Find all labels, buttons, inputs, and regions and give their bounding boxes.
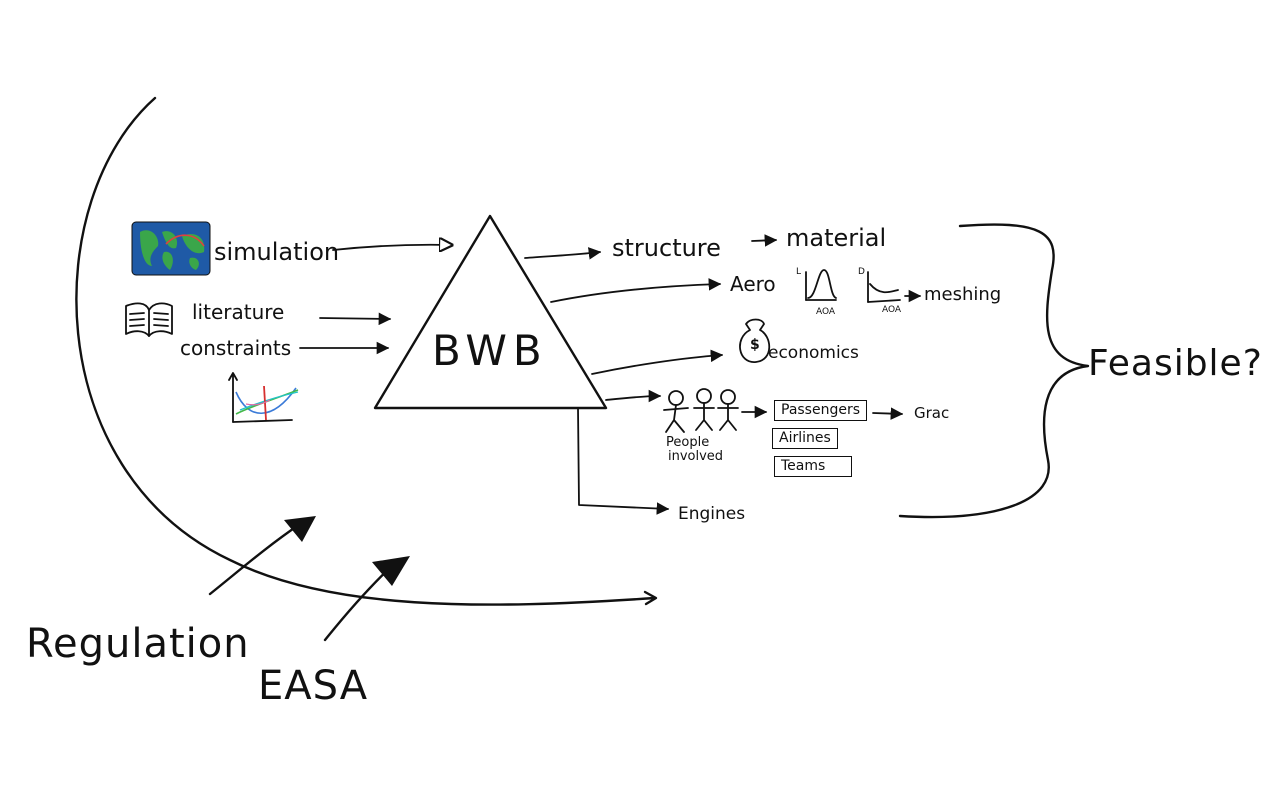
meshing-label: meshing (924, 284, 1002, 305)
regulation-label: Regulation (26, 621, 250, 667)
bwb-label: BWB (432, 326, 548, 375)
arrow-structure-to-material (751, 234, 778, 247)
lift-plot-y-label: L (796, 267, 802, 277)
bwb-triangle (373, 214, 608, 410)
arrow-bwb-to-aero (550, 278, 722, 303)
economics-label: economics (768, 343, 859, 363)
arrow-bwb-to-structure (524, 247, 602, 260)
simulation-label: simulation (214, 238, 340, 266)
literature-label: literature (192, 300, 285, 324)
people-involved-line2: involved (668, 449, 724, 464)
regulation-arc-arrowhead (643, 590, 658, 606)
arrow-easa-head (372, 556, 410, 586)
airlines-box: Airlines (772, 428, 838, 450)
arrow-simulation-to-bwb (332, 245, 452, 250)
constraints-plot-icon (228, 372, 299, 423)
material-label: material (786, 224, 887, 252)
people-stick-figures-icon (663, 388, 739, 433)
arrow-literature-to-bwb (319, 312, 392, 326)
lift-plot-x-label: AOA (816, 307, 836, 317)
teams-box: Teams (774, 456, 853, 478)
engines-label: Engines (678, 504, 746, 524)
grac-label: Grac (914, 404, 950, 422)
constraints-label: constraints (180, 336, 292, 360)
passengers-box: Passengers (774, 400, 868, 422)
regulation-arc (75, 96, 657, 606)
drag-curve-plot-icon (867, 271, 901, 303)
aero-label: Aero (730, 272, 776, 296)
open-book-icon (125, 302, 173, 337)
arrow-bwb-to-economics (591, 349, 724, 375)
feasibility-brace (898, 223, 1090, 519)
arrow-regulation (208, 522, 302, 596)
money-bag-symbol: $ (750, 337, 760, 353)
structure-label: structure (612, 234, 721, 262)
drag-plot-y-label: D (858, 267, 865, 277)
drag-plot-x-label: AOA (882, 305, 902, 315)
money-bag-icon (739, 318, 771, 363)
feasible-label: Feasible? (1088, 343, 1263, 384)
arrow-passengers-to-grac (872, 407, 904, 420)
world-map-icon (131, 221, 211, 276)
easa-label: EASA (258, 663, 369, 709)
arrow-bwb-to-engines (577, 407, 670, 515)
lift-curve-plot-icon (805, 269, 837, 301)
people-involved-line1: People (666, 435, 710, 450)
arrow-bwb-to-people (605, 389, 662, 403)
arrow-regulation-head (284, 516, 316, 542)
